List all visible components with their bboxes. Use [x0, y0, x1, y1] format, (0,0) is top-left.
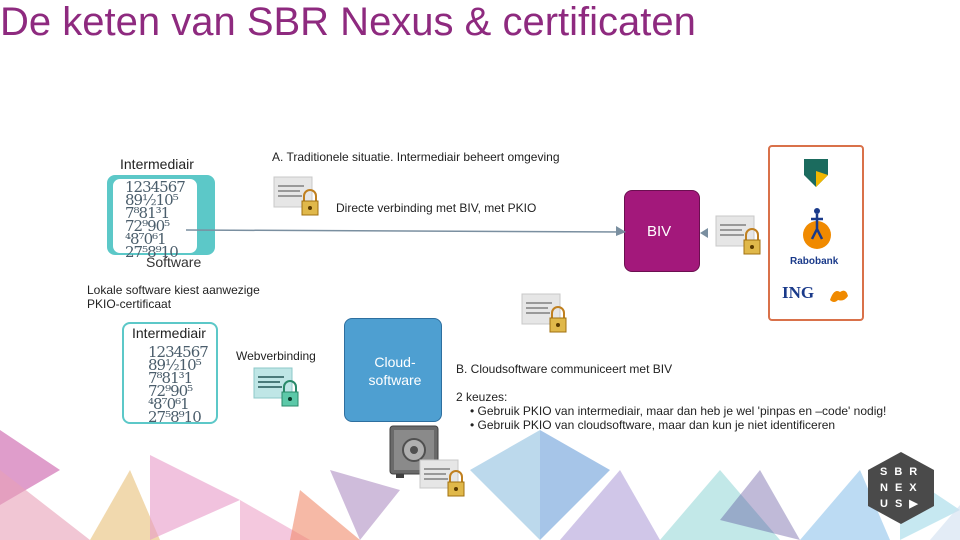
- sbr-nexus-logo-letters: SBR NEX US▶: [880, 464, 930, 512]
- page-title: De keten van SBR Nexus & certificaten: [0, 0, 696, 44]
- certificate-lock-icon: [273, 176, 319, 216]
- abn-amro-logo-icon: [804, 159, 828, 187]
- webverbinding-label: Webverbinding: [236, 349, 316, 363]
- banks-box: Rabobank ING: [768, 145, 864, 321]
- logo-letter: N: [880, 482, 895, 494]
- direct-connection-line: [186, 229, 626, 233]
- arrow-to-biv: [616, 226, 626, 236]
- logo-letter: U: [880, 498, 895, 510]
- sbr-nexus-logo-icon: [868, 452, 934, 524]
- cloud-software-label: Cloud-software: [368, 354, 422, 388]
- intermediair-bottom-box: [122, 322, 218, 424]
- certificate-lock-icon: [715, 215, 761, 255]
- choices-list: Gebruik PKIO van intermediair, maar dan …: [456, 404, 887, 432]
- logo-letter: R: [909, 466, 925, 478]
- direct-connection-label: Directe verbinding met BIV, met PKIO: [336, 201, 537, 215]
- cloud-software-box: Cloud-software: [344, 318, 442, 422]
- choice-item: Gebruik PKIO van intermediair, maar dan …: [470, 404, 887, 418]
- rabobank-logo-icon: [803, 208, 831, 249]
- play-icon: ▶: [909, 498, 925, 510]
- logo-letter: B: [894, 466, 910, 478]
- logo-letter: S: [894, 498, 910, 510]
- software-label: Software: [146, 254, 202, 270]
- certificate-lock-icon: [419, 459, 465, 497]
- scenario-b-label: B. Cloudsoftware communiceert met BIV: [456, 362, 673, 376]
- choice-item: Gebruik PKIO van cloudsoftware, maar dan…: [470, 418, 886, 432]
- intermediair-top-label: Intermediair: [120, 156, 194, 172]
- scenario-a-label: A. Traditionele situatie. Intermediair b…: [272, 150, 560, 164]
- number-scrabble-icon-top: [126, 182, 186, 242]
- logo-letter: S: [880, 466, 895, 478]
- certificate-lock-icon-teal: [253, 367, 299, 407]
- biv-label: BIV: [647, 223, 672, 240]
- biv-bank-arrow: [700, 228, 708, 238]
- choices-title: 2 keuzes:: [456, 390, 508, 404]
- rabobank-label: Rabobank: [790, 256, 839, 267]
- intermediair-bottom-label: Intermediair: [132, 325, 206, 341]
- certificate-lock-icon: [521, 293, 567, 333]
- ing-label: ING: [782, 283, 815, 302]
- logo-letter: E: [894, 482, 910, 494]
- biv-box: BIV: [624, 190, 700, 272]
- logo-letter: X: [909, 482, 924, 494]
- ing-lion-icon: [830, 290, 848, 302]
- local-software-note: Lokale software kiest aanwezige PKIO-cer…: [87, 283, 260, 311]
